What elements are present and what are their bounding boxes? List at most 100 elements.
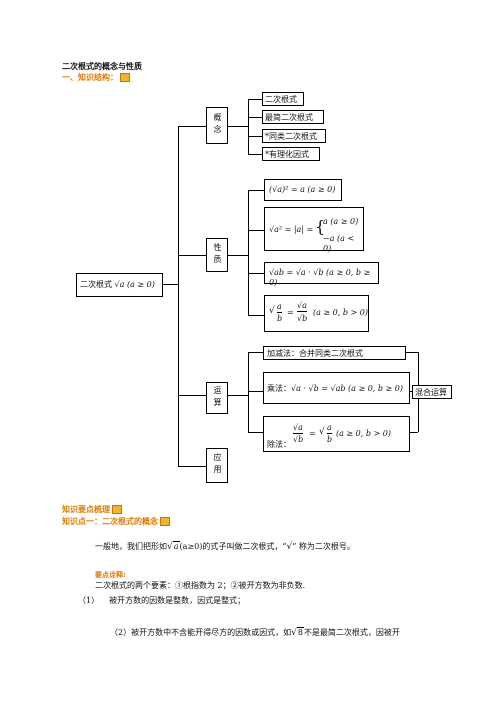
fraction-denominator: √b — [297, 314, 308, 323]
branch-concept: 概念 — [206, 107, 228, 144]
equals-sign: = — [287, 308, 294, 317]
connector — [406, 352, 418, 353]
connector — [248, 190, 264, 191]
connector — [248, 230, 264, 231]
operation-formula: √a · √b = √ab (a ≥ 0, b ≥ 0) — [291, 384, 404, 393]
note-intro: 二次根式的两个要素：①根指数为 2；②被开方数为非负数. — [95, 581, 306, 590]
fraction-numerator: a — [277, 302, 282, 313]
connector — [178, 466, 206, 467]
image-icon — [120, 73, 130, 82]
note-text: 被开方数的因数是整数，因式是整式； — [109, 596, 246, 605]
radical-icon: √ — [286, 542, 293, 552]
knowledge-point-text: 知识点一：二次根式的概念 — [62, 517, 158, 526]
brace-icon: { — [315, 217, 326, 236]
root-math: √a (a ≥ 0) — [114, 280, 155, 289]
radical-icon: √ — [291, 628, 297, 638]
connector — [248, 136, 262, 137]
concept-item: 二次根式 — [262, 92, 304, 106]
connector — [163, 284, 178, 285]
section-heading-structure: 一、知识结构： — [62, 72, 130, 83]
operation-label: 乘法： — [267, 384, 291, 393]
trunk-line — [178, 126, 179, 466]
branch-application: 应用 — [206, 448, 228, 483]
connector — [248, 273, 264, 274]
image-icon — [112, 505, 122, 514]
radical-icon: √ — [167, 542, 173, 552]
concept-item: 最简二次根式 — [262, 110, 324, 124]
connector — [248, 154, 262, 155]
notes-title: 要点诠释: — [95, 571, 126, 579]
paragraph-text: ” 称为二次根号。 — [292, 542, 355, 551]
fraction-denominator: b — [327, 435, 333, 444]
connector — [178, 255, 206, 256]
operation-box-divide: 除法： √a √b = √ a b (a ≥ 0, b > 0) — [263, 416, 410, 452]
fraction-numerator: √a — [297, 301, 307, 312]
fraction-numerator: a — [327, 423, 332, 434]
connector — [248, 117, 262, 118]
property-condition: (a ≥ 0, b > 0) — [313, 308, 368, 317]
section-heading-text: 知识要点梳理 — [62, 505, 110, 514]
concept-item-label: 二次根式 — [265, 95, 297, 104]
connector — [228, 126, 248, 127]
branch-application-label: 应用 — [213, 453, 222, 477]
knowledge-point-1: 知识点一：二次根式的概念 — [62, 516, 170, 527]
branch-property: 性质 — [206, 238, 228, 272]
operation-trunk — [248, 352, 249, 432]
property-box-3: √ab = √a · √b (a ≥ 0, b ≥ 0) — [264, 262, 379, 287]
connector — [178, 395, 206, 396]
radicand: a — [172, 541, 180, 551]
concept-item: *有理化因式 — [262, 147, 320, 161]
paragraph-text: 一般地，我们把形如 — [95, 542, 167, 551]
branch-operation-label: 运算 — [213, 386, 222, 410]
operation-box-multiply: 乘法：√a · √b = √ab (a ≥ 0, b ≥ 0) — [263, 372, 410, 404]
connector — [248, 99, 262, 100]
property-formula: √ab = √a · √b (a ≥ 0, b ≥ 0) — [269, 268, 371, 287]
equals-sign: = — [309, 429, 316, 438]
property-box-1: (√a)² = a (a ≥ 0) — [264, 179, 342, 201]
radicand: 8 — [296, 627, 304, 637]
page-title: 二次根式的概念与性质 — [62, 62, 142, 71]
property-case: −a (a < 0) — [323, 234, 355, 253]
radical-icon: √ — [319, 427, 325, 437]
property-box-4: √ a b = √a √b (a ≥ 0, b > 0) — [264, 295, 369, 332]
connector — [248, 315, 264, 316]
image-icon — [160, 517, 170, 526]
branch-concept-label: 概念 — [213, 113, 222, 137]
connector — [248, 432, 263, 433]
property-formula: (√a)² = a (a ≥ 0) — [269, 185, 336, 194]
operation-condition: (a ≥ 0, b > 0) — [336, 429, 391, 438]
connector — [228, 255, 248, 256]
property-case: a (a ≥ 0) — [323, 217, 359, 226]
concept-item: *同类二次根式 — [262, 129, 326, 143]
branch-operation: 运算 — [206, 382, 228, 414]
branch-property-label: 性质 — [213, 243, 222, 267]
radical-icon: √ — [269, 306, 275, 316]
section-heading-text: 一、知识结构： — [62, 73, 118, 82]
section-heading-points: 知识要点梳理 — [62, 504, 122, 515]
connector — [178, 126, 206, 127]
root-label: 二次根式 — [80, 280, 112, 289]
concept-trunk — [248, 99, 249, 154]
concept-item-label: *有理化因式 — [265, 150, 309, 159]
concept-item-label: *同类二次根式 — [265, 132, 317, 141]
note-1: （1） 被开方数的因数是整数，因式是整式； — [78, 596, 245, 606]
connector — [228, 395, 248, 396]
root-box: 二次根式 √a (a ≥ 0) — [76, 273, 163, 297]
property-box-2: √a² = |a| = { a (a ≥ 0) −a (a < 0) — [264, 207, 364, 253]
note-2: （2）被开方数中不含能开得尽方的因数或因式，如√8不是最简二次根式，因被开 — [110, 627, 400, 638]
fraction-denominator: √b — [293, 435, 304, 444]
definition-paragraph: 一般地，我们把形如√a(a≥0)的式子叫做二次根式，“√” 称为二次根号。 — [95, 541, 355, 552]
connector — [248, 352, 263, 353]
operation-label: 加减法：合并同类二次根式 — [267, 349, 363, 358]
concept-item-label: 最简二次根式 — [265, 113, 313, 122]
property-trunk — [248, 190, 249, 315]
operation-label: 除法： — [267, 440, 291, 449]
operation-box-add: 加减法：合并同类二次根式 — [263, 346, 406, 360]
property-formula: √a² = |a| = — [269, 225, 314, 234]
mixed-operation-box: 混合运算 — [412, 385, 452, 399]
mixed-operation-label: 混合运算 — [415, 388, 447, 397]
note-text: （2）被开方数中不含能开得尽方的因数或因式，如 — [110, 628, 292, 637]
note-text: 不是最简二次根式，因被开 — [303, 628, 400, 637]
connector — [248, 391, 263, 392]
note-number: （1） — [78, 596, 100, 605]
